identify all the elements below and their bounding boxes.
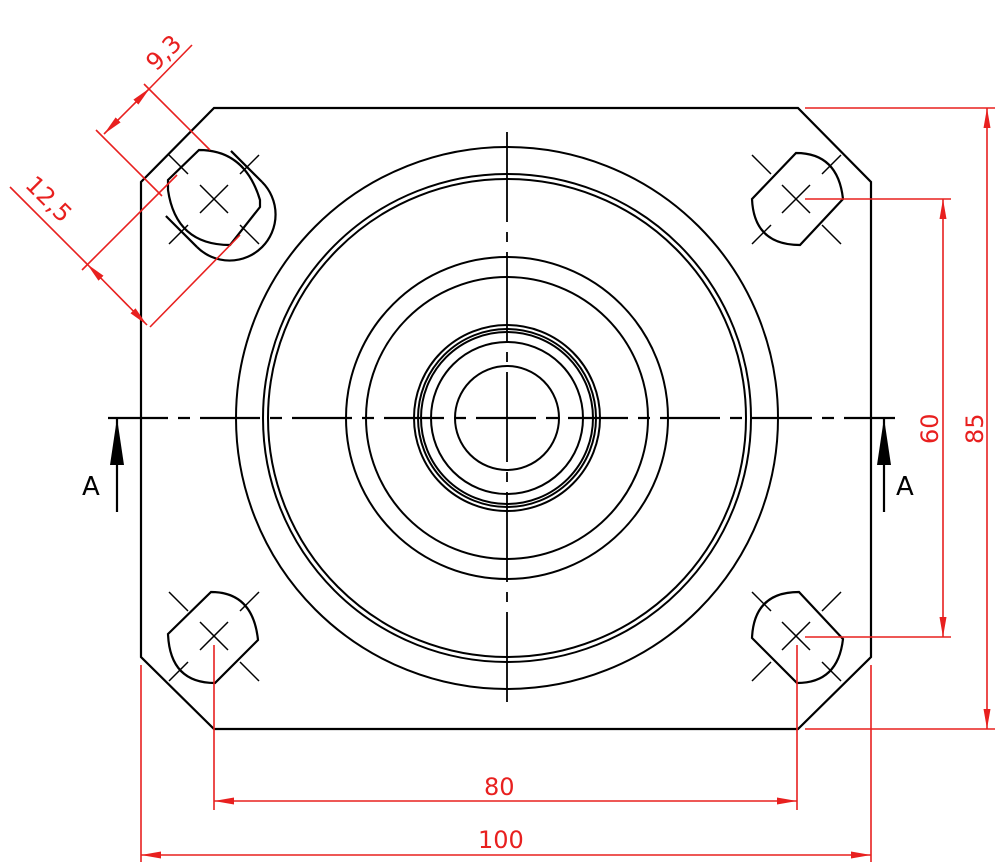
dimension-60: 60 [916,413,944,444]
dimension-100: 100 [478,826,524,854]
dimension-slot-width: 9,3 [140,29,187,76]
section-marker-left: A [82,418,124,512]
section-marker-right: A [877,418,914,512]
dimension-slot-length: 12,5 [20,170,78,228]
slot-centerlines [168,154,842,682]
mounting-slots [166,148,845,685]
dimension-85: 85 [961,413,989,444]
center-lines [108,132,895,705]
section-label-right: A [896,472,914,502]
plate-outline [139,106,873,731]
dimension-lines [9,44,995,862]
section-label-left: A [82,472,100,502]
dimension-80: 80 [484,773,515,801]
